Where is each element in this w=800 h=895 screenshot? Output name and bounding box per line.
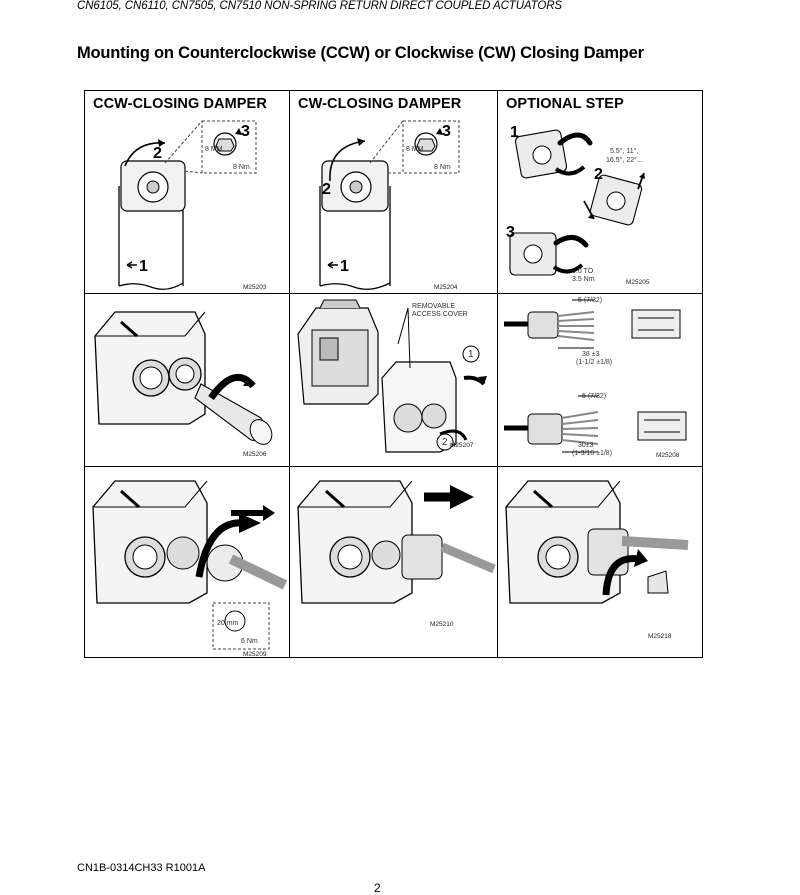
step-1-label: 1 <box>340 258 349 275</box>
wire-length-b-line-2: (1-3/16 ±1/8) <box>572 450 612 457</box>
remove-cover-illustration: REMOVABLE ACCESS COVER 1 2 <box>297 299 487 453</box>
step-1-label: 1 <box>139 258 148 275</box>
section-title: Mounting on Counterclockwise (CCW) or Cl… <box>77 44 644 62</box>
figure-id: M25209 <box>243 651 267 658</box>
figure-id: M25210 <box>430 621 454 628</box>
angles-line-1: 5.5°, 11°, <box>610 147 638 155</box>
step-3-label: 3 <box>241 123 250 140</box>
figure-id: M25203 <box>243 284 267 291</box>
size-label: 20 mm <box>217 620 239 627</box>
figure-seat-fitting: M25210 <box>290 467 497 659</box>
cover-label-line-1: REMOVABLE <box>412 303 455 310</box>
document-id: CN1B-0314CH33 R1001A <box>77 862 206 874</box>
wire-length-a-line-1: 38 ±3 <box>582 351 600 358</box>
column-heading-ccw: CCW-CLOSING DAMPER <box>93 96 267 112</box>
cw-mounting-illustration: 2 3 1 8 MM 8 Nm <box>319 120 460 290</box>
wire-length-b-line-1: 30±3 <box>578 442 594 449</box>
figure-tighten-fitting: M25218 <box>498 467 704 659</box>
step-1-label: 1 <box>510 124 519 141</box>
grid-divider <box>85 466 702 467</box>
figure-cw-closing: CW-CLOSING DAMPER 2 3 1 8 MM 8 Nm M25204 <box>290 91 497 293</box>
strip-length-a: 5 (7/32) <box>578 297 602 304</box>
cover-label-line-2: ACCESS COVER <box>412 311 468 318</box>
figure-remove-cover: REMOVABLE ACCESS COVER 1 2 M25207 <box>290 294 497 466</box>
column-heading-cw: CW-CLOSING DAMPER <box>298 96 462 112</box>
figure-id: M25218 <box>648 633 672 640</box>
size-label: 8 MM <box>406 146 424 153</box>
insert-fitting-illustration: 20 mm 6 Nm <box>92 480 288 650</box>
page-number: 2 <box>374 881 381 895</box>
torque-label: 6 Nm <box>241 638 258 645</box>
figure-wire-stripping: 5 (7/32) 38 ±3 (1-1/2 ±1/8) 5 (7/32) 30±… <box>498 294 704 466</box>
figure-id: M25206 <box>243 451 267 458</box>
torque-line-1: 3.0 TO <box>572 268 594 275</box>
figure-optional-step: OPTIONAL STEP 1 2 3 5.5°, 11°, 16.5°, 22… <box>498 91 704 293</box>
tighten-fitting-illustration <box>505 480 689 604</box>
figure-id: M25207 <box>450 442 474 449</box>
torque-label: 8 Nm <box>233 164 250 171</box>
torque-label: 8 Nm <box>434 164 451 171</box>
figure-insert-fitting: 20 mm 6 Nm M25209 <box>85 467 289 659</box>
step-2-label: 2 <box>442 437 448 448</box>
step-2-label: 2 <box>153 145 162 162</box>
step-3-label: 3 <box>506 224 515 241</box>
figure-wiring-access: M25206 <box>85 294 289 466</box>
instruction-grid: CCW-CLOSING DAMPER 2 3 1 8 MM 8 Nm M2520… <box>84 90 703 658</box>
grid-divider <box>289 91 290 657</box>
step-2-label: 2 <box>594 166 603 183</box>
figure-ccw-closing: CCW-CLOSING DAMPER 2 3 1 8 MM 8 Nm M2520… <box>85 91 289 293</box>
grid-divider <box>85 293 702 294</box>
step-3-label: 3 <box>442 123 451 140</box>
column-heading-optional: OPTIONAL STEP <box>506 96 624 112</box>
seat-fitting-illustration <box>297 480 496 604</box>
step-2-label: 2 <box>322 181 331 198</box>
ccw-mounting-illustration: 2 3 1 8 MM 8 Nm <box>118 120 257 290</box>
figure-id: M25205 <box>626 279 650 286</box>
wire-stripping-illustration: 5 (7/32) 38 ±3 (1-1/2 ±1/8) 5 (7/32) 30±… <box>504 297 687 457</box>
optional-step-illustration: 1 2 3 5.5°, 11°, 16.5°, 22°... 3.0 TO 3.… <box>506 124 645 283</box>
strip-length-b: 5 (7/32) <box>582 393 606 400</box>
step-1-label: 1 <box>468 349 474 360</box>
torque-line-2: 3.5 Nm <box>572 276 595 283</box>
actuator-cover-illustration <box>94 311 273 445</box>
figure-id: M25208 <box>656 452 680 459</box>
angles-line-2: 16.5°, 22°... <box>606 156 643 164</box>
running-header: CN6105, CN6110, CN7505, CN7510 NON-SPRIN… <box>77 0 562 12</box>
wire-length-a-line-2: (1-1/2 ±1/8) <box>576 359 612 366</box>
grid-divider <box>497 91 498 657</box>
figure-id: M25204 <box>434 284 458 291</box>
size-label: 8 MM <box>205 146 223 153</box>
